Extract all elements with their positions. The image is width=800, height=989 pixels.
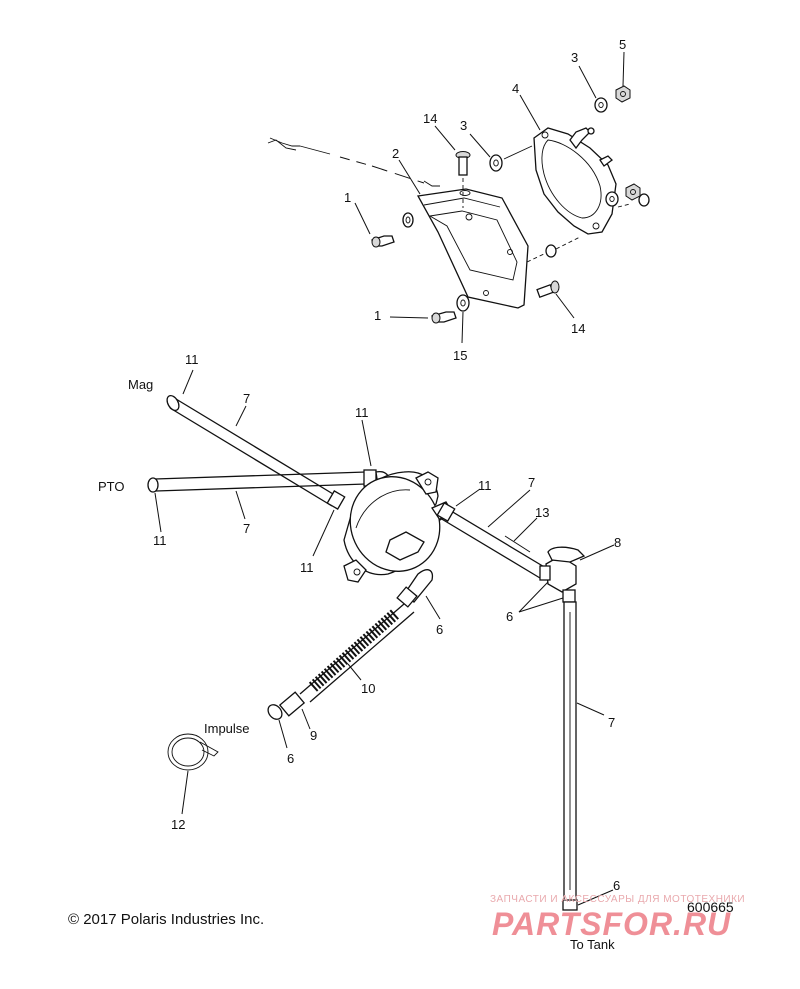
callout-1-bottom: 1 (374, 308, 381, 323)
callout-7-vertical: 7 (608, 715, 615, 730)
callout-5: 5 (619, 37, 626, 52)
hose-pto (147, 469, 391, 493)
mounting-bracket (416, 188, 529, 309)
callout-14-bottom: 14 (571, 321, 585, 336)
washer-right (605, 191, 650, 208)
bolt-1-bottom (431, 294, 470, 324)
callout-6-bottom: 6 (613, 878, 620, 893)
callout-6-pump: 6 (436, 622, 443, 637)
hose-right (436, 502, 547, 579)
callout-11-top: 11 (355, 405, 369, 420)
callout-9: 9 (310, 728, 317, 743)
callout-10: 10 (361, 681, 375, 696)
callout-1-top: 1 (344, 190, 351, 205)
fuel-pump-top (533, 127, 617, 235)
figure-number: 600665 (687, 899, 734, 915)
nut-right (625, 183, 641, 201)
bolt-14-top (455, 151, 471, 208)
callout-3-left: 3 (460, 118, 467, 133)
callout-7-mag: 7 (243, 391, 250, 406)
label-impulse: Impulse (204, 721, 250, 736)
nut-5 (615, 85, 631, 103)
label-to-tank: To Tank (570, 937, 615, 952)
leader-lines (154, 51, 625, 906)
washer-lower (526, 236, 581, 263)
callout-3-right: 3 (571, 50, 578, 65)
callout-11-pto: 11 (153, 533, 167, 548)
callout-15: 15 (453, 348, 467, 363)
cable-assembly (267, 137, 440, 187)
watermark-small-text: ЗАПЧАСТИ И АКСЕССУАРЫ ДЛЯ МОТОТЕХНИКИ (490, 894, 746, 905)
callout-14-top: 14 (423, 111, 437, 126)
spring-clamp (167, 733, 219, 771)
copyright-notice: © 2017 Polaris Industries Inc. (68, 911, 265, 928)
callout-4: 4 (512, 81, 519, 96)
label-mag: Mag (128, 377, 153, 392)
bolt-14-bottom (536, 280, 560, 298)
label-pto: PTO (98, 479, 125, 494)
text-labels: Mag PTO Impulse To Tank (98, 377, 615, 952)
callout-6-valve: 6 (506, 609, 513, 624)
callout-numbers: 1 1 2 3 3 4 5 14 14 15 11 7 11 11 7 11 1… (153, 37, 626, 893)
hose-mag (166, 394, 346, 510)
callout-6-impulse: 6 (287, 751, 294, 766)
hose-to-tank (562, 601, 578, 911)
shutoff-valve (539, 546, 586, 603)
watermark-logo-text: PARTSFOR.RU (492, 906, 732, 942)
callout-2: 2 (392, 146, 399, 161)
bolt-1-top (371, 212, 414, 248)
callout-11-right: 11 (478, 478, 492, 493)
callout-8: 8 (614, 535, 621, 550)
hose-impulse (267, 569, 434, 720)
callout-13: 13 (535, 505, 549, 520)
callout-11-pump: 11 (300, 560, 314, 575)
washer-3-left (489, 145, 533, 172)
washer-3-right (594, 97, 608, 113)
callout-7-pto: 7 (243, 521, 250, 536)
callout-12: 12 (171, 817, 185, 832)
fuel-pump-lower (343, 471, 453, 583)
callout-11-mag: 11 (185, 352, 199, 367)
callout-7-right: 7 (528, 475, 535, 490)
